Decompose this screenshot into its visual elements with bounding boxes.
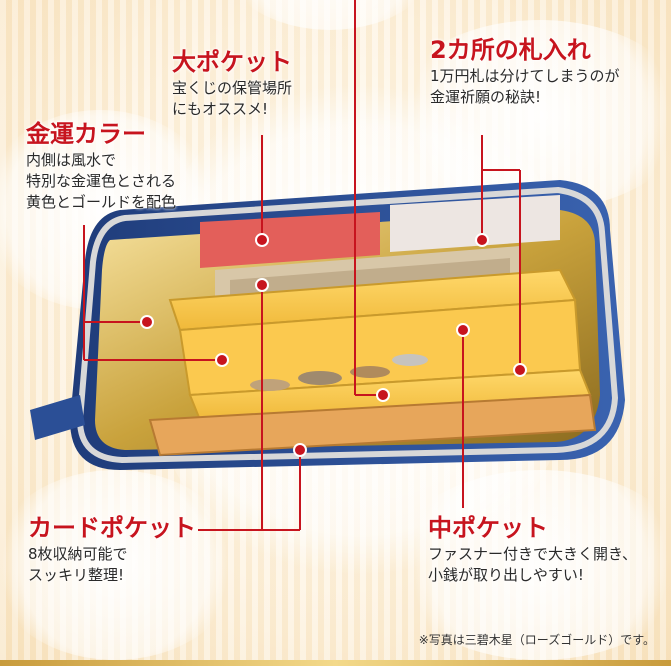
- red-pocket: [200, 212, 380, 268]
- callout-title: 2カ所の札入れ: [430, 36, 591, 64]
- callout-title: 中ポケット: [428, 514, 548, 542]
- callout-desc: 1万円札は分けてしまうのが 金運祈願の秘訣!: [430, 66, 620, 108]
- coin: [350, 366, 390, 378]
- leader-lines: [83, 0, 521, 531]
- callout-bill-slots: 2カ所の札入れ 1万円札は分けてしまうのが 金運祈願の秘訣!: [430, 36, 620, 108]
- coin: [250, 379, 290, 391]
- callout-line: 8枚収納可能で: [28, 545, 128, 563]
- callout-title: カードポケット: [28, 514, 196, 542]
- callout-desc: 8枚収納可能で スッキリ整理!: [28, 544, 196, 586]
- callout-desc: ファスナー付きで大きく開き、 小銭が取り出しやすい!: [428, 544, 637, 586]
- coin: [392, 354, 428, 366]
- callout-gold-color: 金運カラー 内側は風水で 特別な金運色とされる 黄色とゴールドを配色: [26, 120, 176, 213]
- callout-line: 宝くじの保管場所: [172, 79, 293, 97]
- callout-title: 大ポケット: [172, 48, 292, 76]
- callout-line: 内側は風水で: [26, 151, 117, 169]
- callout-title: 金運カラー: [26, 120, 146, 148]
- callout-line: 黄色とゴールドを配色: [26, 193, 177, 211]
- callout-line: スッキリ整理!: [28, 566, 125, 584]
- callout-line: 特別な金運色とされる: [26, 172, 177, 190]
- callout-line: にもオススメ!: [172, 100, 269, 118]
- callout-line: 1万円札は分けてしまうのが: [430, 67, 620, 85]
- leader-dots: [140, 233, 527, 457]
- callout-line: 金運祈願の秘訣!: [430, 88, 542, 106]
- callout-line: 小銭が取り出しやすい!: [428, 566, 584, 584]
- callout-desc: 宝くじの保管場所 にもオススメ!: [172, 78, 292, 120]
- callout-middle-pocket: 中ポケット ファスナー付きで大きく開き、 小銭が取り出しやすい!: [428, 514, 637, 586]
- callout-line: ファスナー付きで大きく開き、: [428, 545, 637, 563]
- footnote: ※写真は三碧木星（ローズゴールド）です。: [418, 633, 655, 647]
- callout-card-pocket: カードポケット 8枚収納可能で スッキリ整理!: [28, 514, 196, 586]
- wallet-zipper: [76, 186, 619, 464]
- bottom-gold-bar: [0, 660, 671, 666]
- callout-desc: 内側は風水で 特別な金運色とされる 黄色とゴールドを配色: [26, 150, 176, 213]
- coin: [298, 371, 342, 385]
- zipper-pull: [30, 395, 85, 440]
- bill-top: [390, 195, 560, 252]
- callout-big-pocket: 大ポケット 宝くじの保管場所 にもオススメ!: [172, 48, 292, 120]
